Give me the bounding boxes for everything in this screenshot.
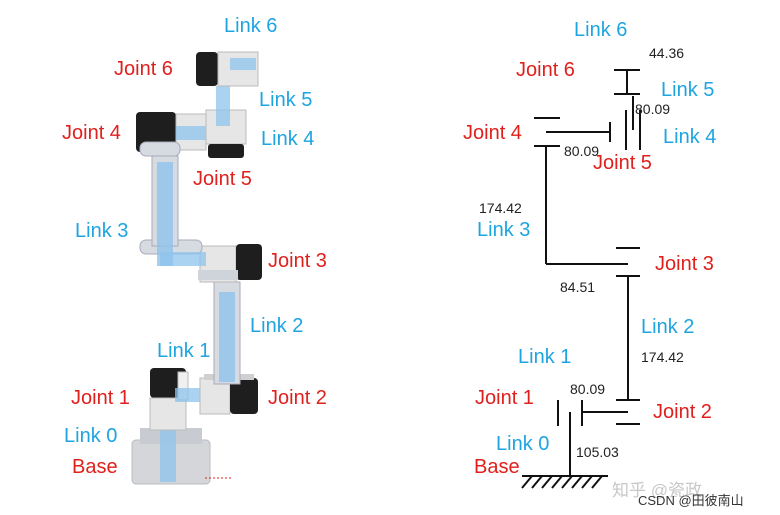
left-link0-label: Link 0 <box>64 425 118 447</box>
dim-link3: 174.42 <box>479 200 522 216</box>
left-link5-label: Link 5 <box>259 89 313 111</box>
dim-joint1: 80.09 <box>570 381 606 397</box>
right-link6-label: Link 6 <box>574 19 628 41</box>
left-link2-label: Link 2 <box>250 315 304 337</box>
right-joint6-label: Joint 6 <box>516 59 575 81</box>
right-link4-label: Link 4 <box>663 126 717 148</box>
right-joint1-label: Joint 1 <box>475 387 534 409</box>
right-joint5-label: Joint 5 <box>593 152 652 174</box>
link5-highlight <box>216 86 230 126</box>
left-link3-label: Link 3 <box>75 220 129 242</box>
watermark-zhihu: 知乎 @瓷政 <box>612 481 702 500</box>
link3-highlight <box>157 162 173 266</box>
right-joint3-label: Joint 3 <box>655 253 714 275</box>
dim-joint3: 84.51 <box>560 279 596 295</box>
left-link4-label: Link 4 <box>261 128 315 150</box>
dim-base: 105.03 <box>576 444 619 460</box>
dim-joint4: 80.09 <box>564 143 600 159</box>
link6-highlight <box>230 58 256 70</box>
left-joint1-label: Joint 1 <box>71 387 130 409</box>
dim-top: 44.36 <box>649 45 685 61</box>
right-link3-label: Link 3 <box>477 219 531 241</box>
left-joint2-label: Joint 2 <box>268 387 327 409</box>
left-base-label: Base <box>72 456 118 478</box>
right-link0-label: Link 0 <box>496 433 550 455</box>
right-link5-label: Link 5 <box>661 79 715 101</box>
right-link2-label: Link 2 <box>641 316 695 338</box>
left-joint4-label: Joint 4 <box>62 122 121 144</box>
watermark-csdn: CSDN @田彼南山 <box>638 493 744 508</box>
right-base-label: Base <box>474 456 520 478</box>
right-joint2-label: Joint 2 <box>653 401 712 423</box>
link2-highlight <box>219 292 235 382</box>
dim-link2: 174.42 <box>641 349 684 365</box>
left-link6-label: Link 6 <box>224 15 278 37</box>
left-link1-label: Link 1 <box>157 340 211 362</box>
robot-arm-illustration <box>131 51 262 485</box>
right-joint4-label: Joint 4 <box>463 122 522 144</box>
left-joint5-label: Joint 5 <box>193 168 252 190</box>
left-joint6-label: Joint 6 <box>114 58 173 80</box>
left-joint3-label: Joint 3 <box>268 250 327 272</box>
dim-link5: 80.09 <box>635 101 671 117</box>
right-link1-label: Link 1 <box>518 346 572 368</box>
